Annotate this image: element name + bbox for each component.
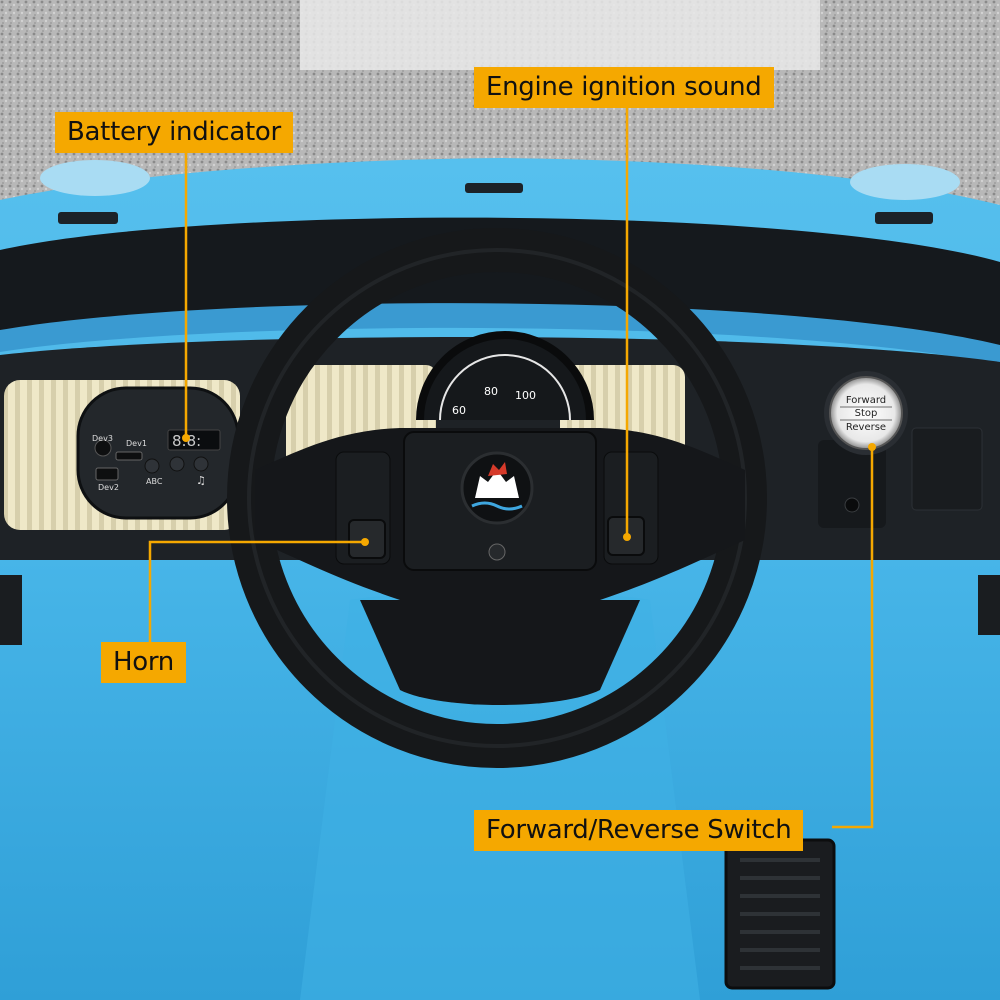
right-dash-plate bbox=[911, 427, 983, 511]
switch-housing bbox=[818, 440, 886, 528]
steering-wheel-lower-spoke bbox=[360, 600, 640, 705]
dev3-port-icon bbox=[94, 439, 112, 457]
pedal-grip-ridges bbox=[740, 858, 820, 970]
forward-leader-line bbox=[832, 447, 874, 829]
horn-leader-dot bbox=[361, 538, 369, 546]
switch-stop-label: Stop bbox=[855, 408, 878, 419]
switch-forward-label: Forward bbox=[846, 395, 886, 406]
right-mirror-mount bbox=[850, 164, 960, 200]
dev2-label: Dev2 bbox=[98, 483, 119, 492]
left-mirror-mount bbox=[40, 160, 150, 196]
center-vent-slot bbox=[465, 183, 523, 193]
abc-label: ABC bbox=[146, 477, 163, 486]
speedometer bbox=[416, 331, 594, 421]
dev1-label: Dev1 bbox=[126, 439, 147, 448]
music-note-icon: ♫ bbox=[196, 474, 206, 487]
footwell-tunnel bbox=[300, 592, 700, 1000]
speed-tick-80: 80 bbox=[484, 385, 498, 398]
dev3-label: Dev3 bbox=[92, 434, 113, 443]
horn-leader-line bbox=[148, 540, 365, 645]
abc-button[interactable] bbox=[144, 458, 160, 474]
media-button[interactable] bbox=[169, 456, 185, 472]
speedometer-arc bbox=[439, 354, 571, 421]
hub-screw-icon bbox=[488, 543, 506, 561]
emblem-wolf-icon bbox=[488, 462, 507, 476]
speed-tick-100: 100 bbox=[515, 389, 536, 402]
forward-leader-dot bbox=[868, 443, 876, 451]
horn-callout: Horn bbox=[101, 642, 186, 683]
battery-indicator-callout: Battery indicator bbox=[55, 112, 293, 153]
right-vent-slot bbox=[875, 212, 933, 224]
emblem-water-icon bbox=[471, 501, 523, 511]
left-vent-slot bbox=[58, 212, 118, 224]
switch-reverse-label: Reverse bbox=[846, 422, 886, 433]
speed-tick-60: 60 bbox=[452, 404, 466, 417]
background-light-patch bbox=[300, 0, 820, 70]
left-side-latch bbox=[0, 575, 22, 645]
dash-top-lip bbox=[0, 303, 1000, 365]
engine-ignition-sound-callout: Engine ignition sound bbox=[474, 67, 774, 108]
charge-port-icon bbox=[844, 497, 860, 513]
forward-reverse-switch[interactable] bbox=[829, 376, 903, 450]
dev2-port-icon bbox=[95, 467, 119, 481]
music-button[interactable] bbox=[193, 456, 209, 472]
battery-leader-dot bbox=[182, 434, 190, 442]
usb-port-icon bbox=[115, 451, 143, 461]
forward-reverse-switch-callout: Forward/Reverse Switch bbox=[474, 810, 804, 851]
emblem-castle-icon bbox=[475, 470, 519, 498]
right-side-latch bbox=[978, 575, 1000, 635]
leader-lines bbox=[148, 105, 874, 829]
engine-leader-dot bbox=[623, 533, 631, 541]
battery-display bbox=[167, 429, 221, 451]
